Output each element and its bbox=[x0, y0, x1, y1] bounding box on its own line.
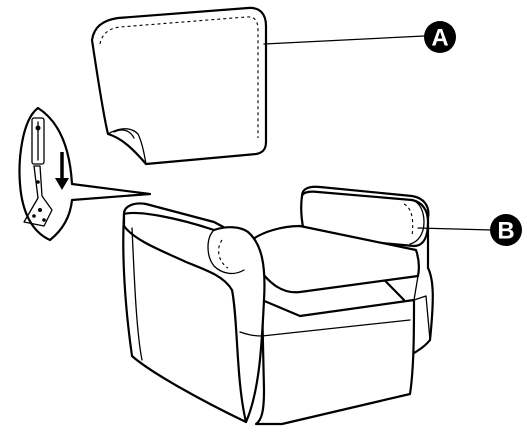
callout-b: B bbox=[490, 214, 522, 246]
callout-b-label: B bbox=[497, 218, 514, 245]
callout-a-label: A bbox=[431, 25, 448, 52]
callout-a: A bbox=[424, 21, 456, 53]
backrest bbox=[92, 8, 266, 164]
chair-base bbox=[123, 187, 433, 424]
callout-a-leader bbox=[264, 36, 424, 44]
